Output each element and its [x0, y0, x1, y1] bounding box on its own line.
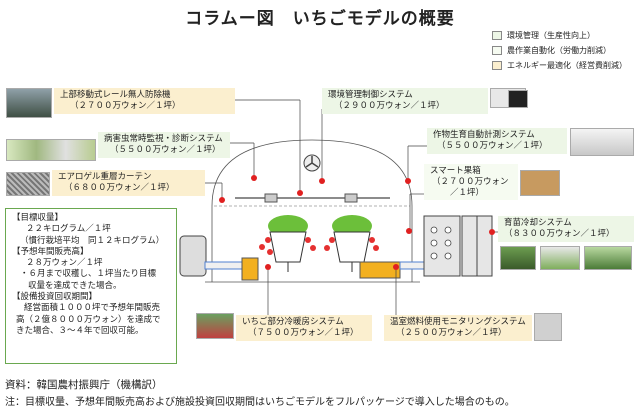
- rail-unit-right: [344, 193, 358, 203]
- photo-rail-pest: [6, 88, 52, 118]
- label-seedling-cool: 育苗冷却システム （８３００万ウォン／１坪）: [498, 216, 634, 242]
- greenhouse-roof: [211, 139, 413, 207]
- system-cost: （５５００万ウォン／１坪）: [437, 141, 548, 151]
- legend-item-auto: 農作業自動化（労働力削減）: [492, 43, 627, 58]
- legend-label: 環境管理（生産性向上）: [507, 31, 595, 40]
- photo-growth-measure: [570, 128, 634, 156]
- system-name: 育苗冷却システム: [504, 218, 572, 228]
- marker-dot: [297, 190, 303, 196]
- summary-heading: 【予想年間販売高】: [12, 246, 89, 257]
- planter-right: [333, 231, 371, 263]
- fan-blades: [305, 156, 319, 168]
- photo-seedling-3: [584, 246, 632, 270]
- marker-dot: [251, 175, 257, 181]
- summary-text: ２８万ウォン／１坪: [26, 258, 103, 269]
- legend-swatch: [492, 46, 502, 55]
- summary-text: ２２キログラム／１坪: [26, 224, 111, 235]
- system-cost: （２９００万ウォン／１坪）: [334, 101, 445, 111]
- system-name: 環境管理制御システム: [328, 90, 413, 100]
- marker-dot: [405, 178, 411, 184]
- label-env-control: 環境管理制御システム （２９００万ウォン／１坪）: [322, 88, 488, 114]
- legend-item-energy: エネルギー最適化（経営費削減）: [492, 58, 627, 73]
- summary-text: 経営面積１０００坪で予想年間販売: [24, 303, 161, 314]
- photo-env-control-2: [508, 90, 528, 108]
- heater-left: [241, 257, 259, 281]
- summary-text: 収量を達成できた場合。: [28, 280, 122, 291]
- label-fuel-monitor: 温室燃料使用モニタリングシステム （２５００万ウォン／１坪）: [384, 315, 532, 341]
- system-name: 病害虫常時監視・診断システム: [104, 134, 223, 144]
- system-name: 上部移動式レール無人防除機: [60, 90, 171, 100]
- marker-dot: [406, 228, 412, 234]
- label-rail-pest: 上部移動式レール無人防除機 （２７００万ウォン／１坪）: [54, 88, 235, 114]
- photo-aerogel: [6, 172, 50, 196]
- photo-smart-box: [520, 170, 560, 196]
- system-name: いちご部分冷暖房システム: [242, 317, 344, 327]
- system-cost: （７５００万ウォン／１坪）: [248, 328, 359, 338]
- system-name: エアロゲル重層カーテン: [58, 172, 152, 182]
- page-title: コラムー図 いちごモデルの概要: [185, 9, 455, 29]
- label-partial-cool: いちご部分冷暖房システム （７５００万ウォン／１坪）: [236, 315, 372, 341]
- photo-pest-monitor: [6, 139, 96, 161]
- system-name: 温室燃料使用モニタリングシステム: [390, 317, 526, 327]
- photo-seedling-1: [500, 246, 536, 270]
- summary-heading: 【目標収量】: [12, 213, 64, 223]
- rail-unit-left: [264, 193, 278, 203]
- legend: 環境管理（生産性向上） 農作業自動化（労働力削減） エネルギー最適化（経営費削減…: [492, 28, 627, 73]
- system-cost: （２７００万ウォン: [432, 177, 509, 187]
- summary-text: （慣行栽培平均 同１２キログラム）: [20, 235, 165, 246]
- summary-text: ・６月まで収穫し、１坪当たり目標: [20, 269, 157, 280]
- source-note: 資料：韓国農村振興庁（機構訳）: [5, 379, 163, 391]
- footnote: 注：目標収量、予想年間販売高および施設投資回収期間はいちごモデルをフルパッケージ…: [5, 397, 515, 408]
- connector-lines: [205, 99, 498, 318]
- legend-swatch: [492, 61, 502, 70]
- marker-dot: [489, 229, 495, 235]
- marker-dot: [219, 197, 225, 203]
- strawberries: [259, 237, 379, 255]
- label-pest-monitor: 病害虫常時監視・診断システム （５５００万ウォン／１坪）: [98, 132, 230, 158]
- summary-heading: 【設備投資回収期間】: [12, 292, 98, 303]
- system-name: 作物生育自動計測システム: [433, 130, 535, 140]
- planter-left: [269, 231, 307, 263]
- legend-label: エネルギー最適化（経営費削減）: [507, 61, 627, 70]
- label-growth-measure: 作物生育自動計測システム （５５００万ウォン／１坪）: [427, 128, 567, 154]
- summary-text: きた場合、３～４年で回収可能。: [16, 325, 144, 336]
- heater-right: [359, 261, 401, 279]
- photo-fuel-monitor: [534, 313, 562, 341]
- system-cost: （８３００万ウォン／１坪）: [504, 229, 615, 239]
- label-aerogel: エアロゲル重層カーテン （６８００万ウォン／１坪）: [52, 170, 205, 196]
- summary-text: 高（２億８０００万ウォン）を達成で: [16, 314, 161, 325]
- label-smart-box: スマート果箱 （２７００万ウォン ／１坪）: [424, 164, 518, 200]
- marker-dot: [393, 264, 399, 270]
- legend-item-env: 環境管理（生産性向上）: [492, 28, 627, 43]
- system-cost: （６８００万ウォン／１坪）: [64, 183, 175, 193]
- pipe-right: [399, 261, 425, 270]
- marker-dot: [265, 264, 271, 270]
- marker-dot: [319, 178, 325, 184]
- control-panel: [423, 215, 461, 277]
- system-cost: （２５００万ウォン／１坪）: [396, 328, 507, 338]
- system-cost: （２７００万ウォン／１坪）: [70, 101, 181, 111]
- system-cost: （５５００万ウォン／１坪）: [110, 145, 221, 155]
- tank-left: [179, 235, 207, 277]
- legend-label: 農作業自動化（労働力削減）: [507, 46, 611, 55]
- legend-swatch: [492, 31, 502, 40]
- system-name: スマート果箱: [430, 166, 481, 176]
- summary-box: 【目標収量】 ２２キログラム／１坪 （慣行栽培平均 同１２キログラム） 【予想年…: [5, 208, 177, 364]
- system-cost-cont: ／１坪）: [450, 188, 485, 198]
- photo-partial-cool: [196, 313, 234, 339]
- photo-seedling-2: [540, 246, 580, 270]
